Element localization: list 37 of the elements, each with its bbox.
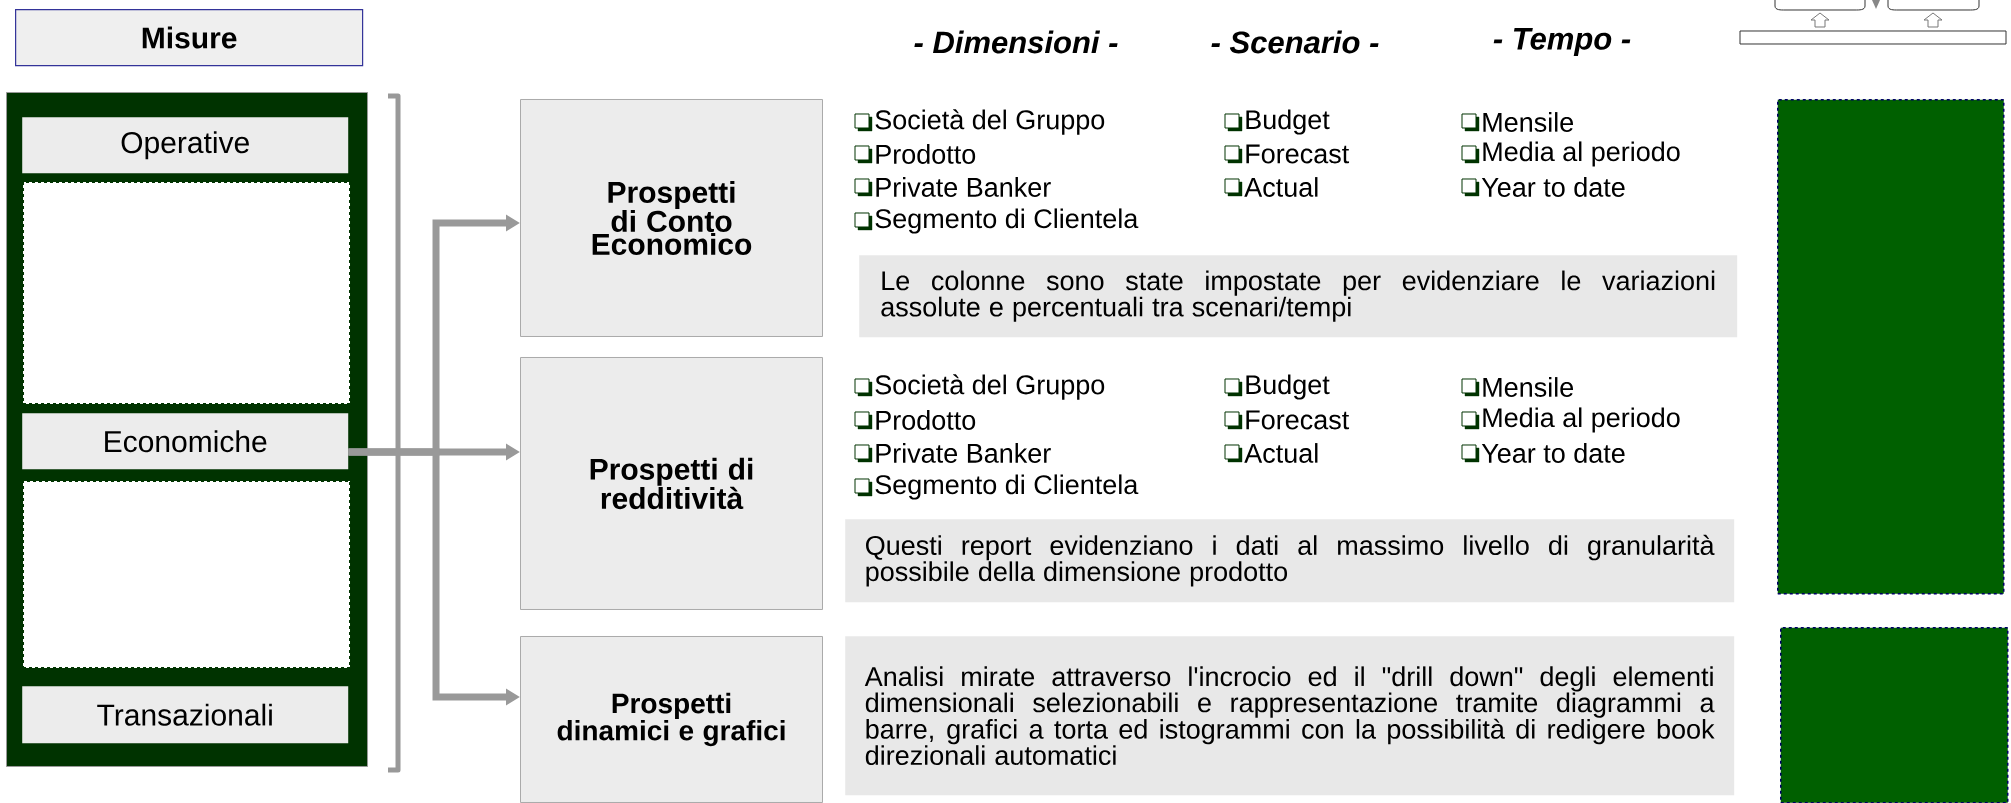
report-box: Prospetti di redditività — [520, 357, 823, 610]
list-item: Forecast — [1246, 410, 1350, 430]
list-item: Budget — [1246, 374, 1330, 400]
output-box — [1780, 627, 2009, 803]
list-item: Private Banker — [876, 443, 1051, 463]
column-heading: - Tempo - — [1493, 28, 1631, 56]
column-heading: - Scenario - — [1211, 30, 1379, 54]
list-item: Private Banker — [876, 177, 1051, 197]
list-item: Actual — [1244, 177, 1318, 197]
category-box: Operative — [22, 117, 349, 174]
output-box — [1777, 99, 2005, 595]
note-box: Le colonne sono state impostate per evidenziare le variazioni assolute e percentuali tra scenari/tempi — [859, 255, 1738, 338]
column-heading: - Dimensioni - — [914, 30, 1118, 54]
report-box: Prospetti dinamici e grafici — [520, 636, 823, 803]
list-item: Actual — [1244, 443, 1318, 463]
category-box: Transazionali — [22, 686, 349, 744]
list-item: Società del Gruppo — [875, 109, 1105, 135]
list-item: Media al periodo — [1483, 141, 1680, 167]
empty-box — [22, 181, 351, 405]
list-item: Year to date — [1481, 443, 1625, 463]
note-box: Analisi mirate attraverso l'incrocio ed il "drill down" degli elementi dimensionali selezionabili e rappresentazione tramite diagrammi a barre, grafici a torta ed istogrammi con la possibilità di redigere book direzionali automatici — [845, 636, 1735, 796]
list-item: Media al periodo — [1483, 407, 1680, 433]
list-item: Forecast — [1246, 144, 1350, 164]
list-item: Budget — [1246, 109, 1330, 135]
empty-box — [22, 480, 351, 669]
category-box: Economiche — [22, 413, 349, 470]
list-item: Prodotto — [876, 410, 976, 430]
list-item: Mensile — [1483, 112, 1574, 132]
list-item: Year to date — [1481, 177, 1625, 197]
list-item: Segmento di Clientela — [875, 474, 1139, 500]
report-box: Prospetti di Conto Economico — [520, 99, 823, 337]
note-box: Questi report evidenziano i dati al massimo livello di granularità possibile della dimensione prodotto — [845, 519, 1735, 603]
list-item: Segmento di Clientela — [875, 208, 1139, 234]
list-item: Mensile — [1483, 377, 1574, 397]
list-item: Società del Gruppo — [875, 374, 1105, 400]
list-item: Prodotto — [876, 144, 976, 164]
header-box: Misure — [15, 9, 364, 67]
